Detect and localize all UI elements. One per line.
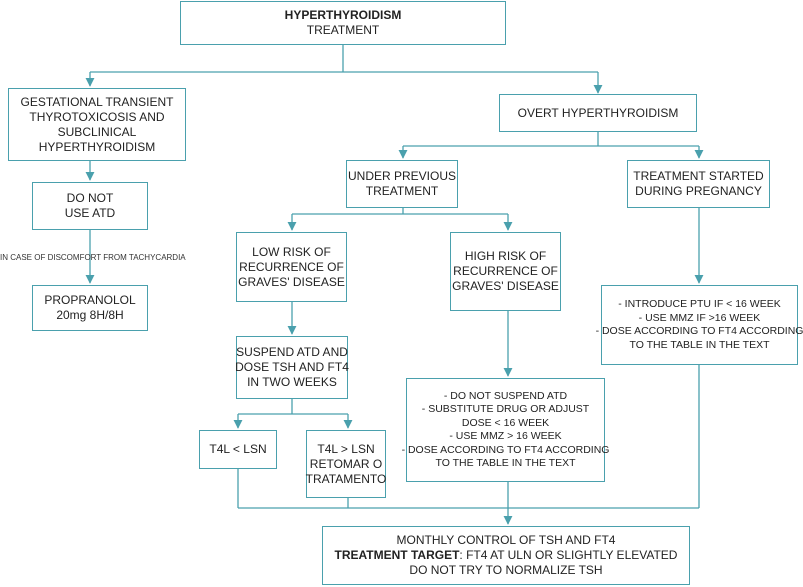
pregnancy-step: - INTRODUCE PTU IF < 16 WEEK	[618, 298, 781, 310]
root-title: HYPERTHYROIDISM	[284, 8, 402, 22]
low-risk-line: GRAVES' DISEASE	[238, 274, 345, 289]
started-pregnancy-line: TREATMENT STARTED	[633, 169, 764, 183]
pregnancy-steps-node: - INTRODUCE PTU IF < 16 WEEK - USE MMZ I…	[596, 285, 803, 365]
t4l-high-line: RETOMAR O	[309, 456, 383, 471]
under-previous-line: UNDER PREVIOUS	[347, 169, 457, 183]
high-risk-line: RECURRENCE OF	[453, 264, 558, 278]
gestational-line: GESTATIONAL TRANSIENT	[20, 94, 174, 109]
low-risk-line: LOW RISK OF	[252, 244, 331, 259]
suspend-atd-line: DOSE TSH AND FT4	[235, 360, 349, 374]
low-risk-line: RECURRENCE OF	[239, 259, 344, 274]
do-not-use-atd-line: DO NOT	[66, 191, 114, 205]
gestational-line: SUBCLINICAL	[57, 124, 137, 139]
gestational-line: HYPERTHYROIDISM	[38, 139, 156, 154]
suspend-atd-line: SUSPEND ATD AND	[236, 345, 348, 359]
t4l-high-node: T4L > LSN RETOMAR O TRATAMENTO	[306, 430, 386, 498]
monthly-line-2: TREATMENT TARGET: FT4 AT ULN OR SLIGHTLY…	[335, 548, 678, 563]
t4l-high-line: TRATAMENTO	[305, 471, 387, 486]
treatment-target-text: : FT4 AT ULN OR SLIGHTLY ELEVATED	[459, 548, 678, 562]
t4l-high-line: T4L > LSN	[317, 441, 375, 456]
pregnancy-step: - DOSE ACCORDING TO FT4 ACCORDING	[595, 325, 803, 337]
high-risk-step: - SUBSTITUTE DRUG OR ADJUST	[421, 403, 590, 415]
propranolol-node: PROPRANOLOL 20mg 8H/8H	[32, 285, 148, 331]
started-pregnancy-line: DURING PREGNANCY	[635, 184, 762, 198]
low-risk-node: LOW RISK OF RECURRENCE OF GRAVES' DISEAS…	[236, 232, 347, 302]
high-risk-node: HIGH RISK OF RECURRENCE OF GRAVES' DISEA…	[450, 232, 561, 311]
treatment-target-label: TREATMENT TARGET	[334, 548, 460, 562]
under-previous-line: TREATMENT	[365, 184, 439, 198]
overt-label: OVERT HYPERTHYROIDISM	[517, 105, 679, 120]
suspend-atd-line: IN TWO WEEKS	[247, 375, 337, 389]
propranolol-line: PROPRANOLOL	[44, 293, 136, 307]
under-previous-node: UNDER PREVIOUS TREATMENT	[346, 160, 458, 208]
monthly-line-1: MONTHLY CONTROL OF TSH AND FT4	[396, 533, 616, 547]
pregnancy-step: - USE MMZ IF >16 WEEK	[638, 311, 761, 324]
pregnancy-step: TO THE TABLE IN THE TEXT	[629, 338, 770, 351]
do-not-use-atd-node: DO NOT USE ATD	[32, 182, 148, 230]
high-risk-steps-node: - DO NOT SUSPEND ATD - SUBSTITUTE DRUG O…	[402, 378, 609, 482]
root-subtitle: TREATMENT	[306, 23, 380, 37]
high-risk-step: - DOSE ACCORDING TO FT4 ACCORDING	[401, 443, 610, 456]
high-risk-step: TO THE TABLE IN THE TEXT	[435, 457, 576, 469]
propranolol-line: 20mg 8H/8H	[56, 308, 124, 322]
started-pregnancy-node: TREATMENT STARTED DURING PREGNANCY	[627, 160, 770, 208]
suspend-atd-node: SUSPEND ATD AND DOSE TSH AND FT4 IN TWO …	[235, 336, 349, 399]
gestational-line: THYROTOXICOSIS AND	[29, 109, 165, 124]
high-risk-step: - USE MMZ > 16 WEEK	[449, 430, 562, 442]
high-risk-line: GRAVES' DISEASE	[452, 279, 559, 293]
monthly-line-3: DO NOT TRY TO NORMALIZE TSH	[409, 563, 603, 577]
t4l-low-node: T4L < LSN	[199, 430, 277, 469]
monthly-control-node: MONTHLY CONTROL OF TSH AND FT4 TREATMENT…	[322, 526, 690, 585]
gestational-node: GESTATIONAL TRANSIENT THYROTOXICOSIS AND…	[8, 88, 186, 161]
high-risk-step: DOSE < 16 WEEK	[461, 416, 550, 429]
do-not-use-atd-line: USE ATD	[64, 206, 116, 220]
high-risk-step: - DO NOT SUSPEND ATD	[443, 389, 568, 402]
overt-node: OVERT HYPERTHYROIDISM	[499, 94, 697, 132]
root-node: HYPERTHYROIDISM TREATMENT	[180, 1, 506, 45]
t4l-low-label: T4L < LSN	[209, 442, 267, 456]
high-risk-line: HIGH RISK OF	[464, 249, 547, 263]
tachycardia-note: IN CASE OF DISCOMFORT FROM TACHYCARDIA	[0, 253, 186, 262]
